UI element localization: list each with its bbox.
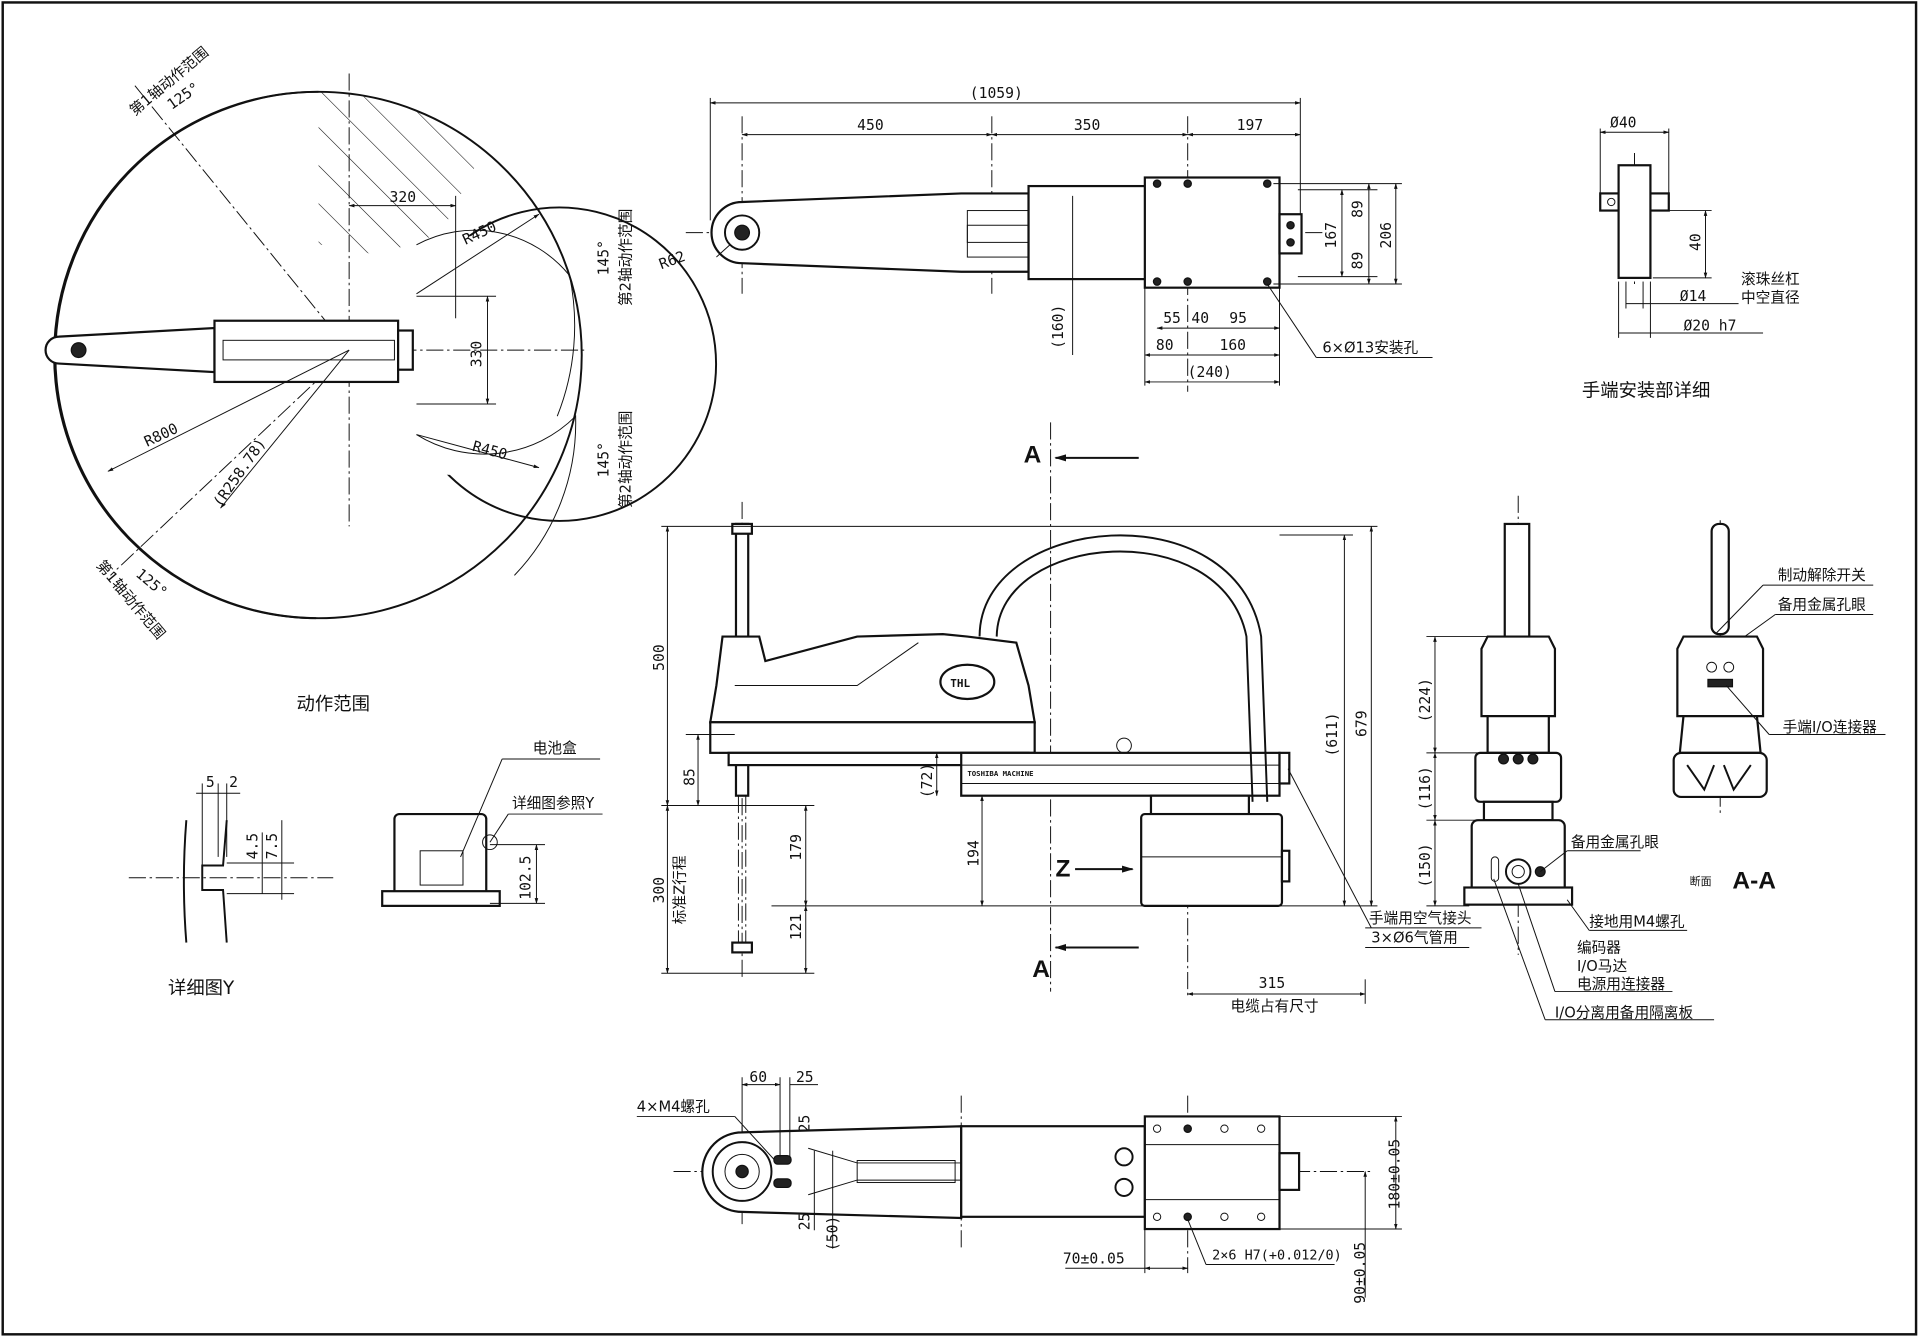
dim-72: (72) bbox=[919, 763, 936, 798]
spare-eyelet-section-label: 备用金属孔眼 bbox=[1778, 597, 1866, 614]
dim-160-paren: (160) bbox=[1050, 305, 1067, 349]
r800: R800 bbox=[142, 420, 181, 450]
dim-330: 330 bbox=[468, 341, 485, 368]
spare-eyelet-front-label: 备用金属孔眼 bbox=[1571, 834, 1659, 851]
dim-300: 300 bbox=[651, 877, 668, 903]
dim-315: 315 bbox=[1259, 975, 1286, 992]
section-label: 断面 bbox=[1690, 874, 1712, 888]
dim-160: 160 bbox=[1220, 337, 1247, 354]
angle-145-bottom-label: 145° bbox=[596, 442, 613, 477]
section-name: A-A bbox=[1732, 868, 1776, 895]
dim-50: (50) bbox=[825, 1216, 842, 1251]
dim-55: 55 bbox=[1163, 310, 1181, 327]
view-z-label: Z bbox=[1055, 855, 1070, 882]
detail-y-view: 5 2 4.5 7.5 详细图Y bbox=[128, 774, 334, 999]
dim-121: 121 bbox=[788, 914, 805, 940]
dim-194: 194 bbox=[965, 840, 982, 867]
dim-40: 40 bbox=[1191, 310, 1209, 327]
side-view: THL TOSHIBA MACHINE bbox=[651, 422, 1482, 1015]
dim-80: 80 bbox=[1156, 337, 1174, 354]
power-connector-label: 电源用连接器 bbox=[1577, 976, 1665, 993]
dim-1059: (1059) bbox=[970, 85, 1023, 102]
dia-20: Ø20 h7 bbox=[1683, 318, 1736, 335]
front-view: (224) (116) (150) 备用金属孔眼 接地用M4螺孔 编码器 I/O… bbox=[1417, 495, 1715, 1021]
dim-150: (150) bbox=[1417, 843, 1434, 887]
m4-holes-label: 4×M4螺孔 bbox=[637, 1099, 710, 1116]
brake-release-label: 制动解除开关 bbox=[1778, 567, 1866, 584]
bottom-view: 60 25 4×M4螺孔 25 25 (50) 180±0.05 70±0.05… bbox=[636, 1069, 1403, 1304]
encoder-label: 编码器 bbox=[1577, 939, 1621, 956]
dim-500: 500 bbox=[651, 644, 668, 671]
top-view: (1059) 450 350 197 R62 (160) 167 89 89 2… bbox=[657, 85, 1433, 392]
dim-450: 450 bbox=[857, 117, 884, 134]
detail-y-title: 详细图Y bbox=[168, 978, 235, 999]
dim-25-v2: 25 bbox=[796, 1213, 813, 1231]
dim-180: 180±0.05 bbox=[1386, 1139, 1403, 1210]
hollow-dia-label: 中空直径 bbox=[1741, 289, 1800, 306]
ball-screw-label: 滚珠丝杠 bbox=[1741, 271, 1800, 288]
io-motor-label: I/O马达 bbox=[1577, 958, 1627, 975]
air-tube-label: 3×Ø6气管用 bbox=[1371, 930, 1458, 947]
dim-90: 90±0.05 bbox=[1352, 1242, 1369, 1304]
hand-detail-title: 手端安装部详细 bbox=[1582, 381, 1711, 402]
dim-70: 70±0.05 bbox=[1063, 1250, 1125, 1267]
dim-206: 206 bbox=[1378, 222, 1395, 249]
section-a-top: A bbox=[1024, 442, 1042, 469]
dia-40: Ø40 bbox=[1610, 114, 1637, 131]
motion-range-view: 第1轴动作范围 125° 320 R450 145° 第2轴动作范围 330 R… bbox=[44, 43, 718, 715]
r258: (R258.78) bbox=[210, 435, 270, 510]
dim-85: 85 bbox=[681, 768, 698, 786]
axis2-range-bottom-label: 第2轴动作范围 bbox=[617, 411, 635, 508]
dim-320: 320 bbox=[390, 189, 417, 206]
dim-25-v1: 25 bbox=[796, 1115, 813, 1133]
dim-102-5: 102.5 bbox=[517, 856, 534, 900]
section-a-bottom: A bbox=[1032, 956, 1050, 983]
dim-167: 167 bbox=[1323, 222, 1340, 249]
dim-611: (611) bbox=[1324, 712, 1341, 756]
dim-350: 350 bbox=[1074, 117, 1101, 134]
battery-box-label: 电池盒 bbox=[533, 740, 577, 757]
dim-2: 2 bbox=[229, 774, 238, 791]
dim-679: 679 bbox=[1353, 710, 1370, 737]
dim-116: (116) bbox=[1417, 766, 1434, 810]
pin-holes-label: 2×6 H7(+0.012/0) bbox=[1212, 1249, 1342, 1264]
see-detail-y-label: 详细图参照Y bbox=[512, 795, 594, 812]
battery-box-view: 电池盒 详细图参照Y 102.5 bbox=[381, 740, 603, 907]
axis1-range-bottom-label: 第1轴动作范围 bbox=[93, 557, 169, 643]
dim-60: 60 bbox=[749, 1069, 767, 1086]
ground-screw-label: 接地用M4螺孔 bbox=[1589, 914, 1685, 931]
hand-mount-detail: Ø40 40 滚珠丝杠 中空直径 Ø14 Ø20 h7 手端安装部详细 bbox=[1582, 114, 1800, 401]
dim-89-bottom: 89 bbox=[1350, 252, 1367, 270]
section-a-a-view: 制动解除开关 备用金属孔眼 手端I/O连接器 断面 A-A bbox=[1672, 520, 1886, 895]
dim-40-hand: 40 bbox=[1688, 233, 1705, 251]
dim-7-5: 7.5 bbox=[264, 833, 281, 859]
dim-95: 95 bbox=[1229, 310, 1247, 327]
cable-space-label: 电缆占有尺寸 bbox=[1231, 998, 1319, 1015]
io-partition-label: I/O分离用备用隔离板 bbox=[1555, 1003, 1694, 1021]
mount-holes-label: 6×Ø13安装孔 bbox=[1322, 340, 1418, 357]
axis2-range-top-label: 第2轴动作范围 bbox=[617, 209, 635, 306]
angle-145-top-label: 145° bbox=[596, 240, 613, 275]
dim-5: 5 bbox=[206, 774, 215, 791]
air-joint-label: 手端用空气接头 bbox=[1369, 910, 1472, 927]
thl-logo: THL bbox=[950, 677, 970, 690]
hand-io-label: 手端I/O连接器 bbox=[1783, 719, 1878, 736]
dim-89-top: 89 bbox=[1350, 200, 1367, 218]
dim-4-5: 4.5 bbox=[244, 833, 261, 859]
dia-14: Ø14 bbox=[1680, 288, 1707, 305]
dim-197: 197 bbox=[1237, 117, 1264, 134]
motion-range-title: 动作范围 bbox=[297, 694, 370, 715]
dim-224: (224) bbox=[1417, 678, 1434, 722]
brand-label: TOSHIBA MACHINE bbox=[967, 769, 1033, 778]
dim-25-top: 25 bbox=[796, 1069, 814, 1086]
z-stroke-label: 标准Z行程 bbox=[672, 855, 689, 924]
dim-240: (240) bbox=[1188, 364, 1232, 381]
dim-179: 179 bbox=[788, 834, 805, 861]
